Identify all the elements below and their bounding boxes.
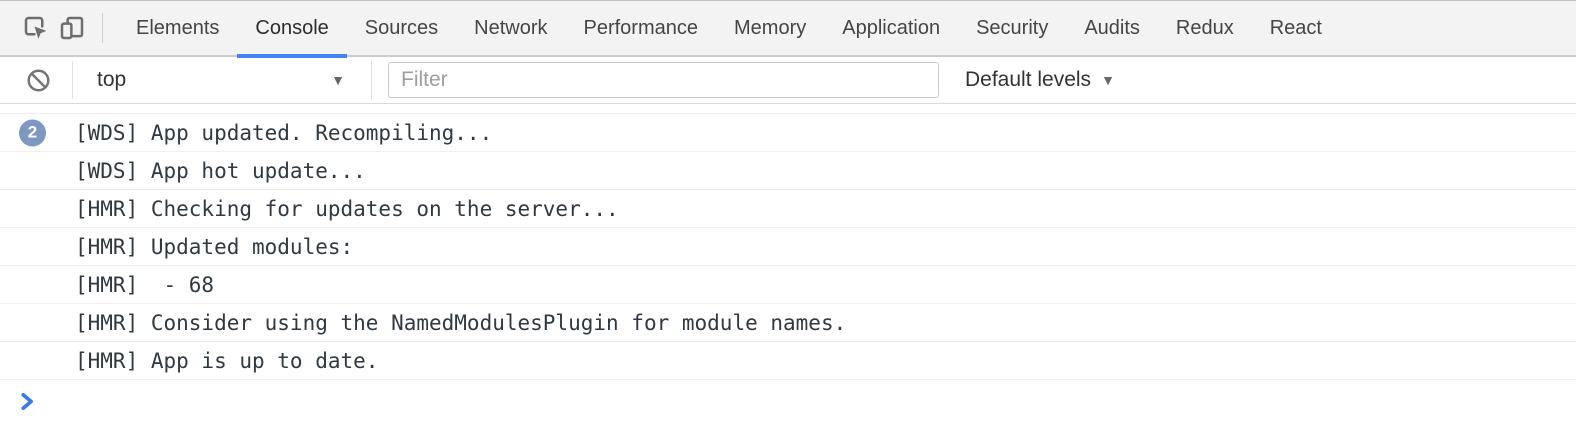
repeat-count-badge: 2: [19, 119, 46, 146]
devtools-tab[interactable]: Security: [958, 1, 1066, 56]
chevron-down-icon: ▼: [1101, 72, 1115, 88]
devtools-tab[interactable]: Network: [456, 1, 565, 56]
console-message-text: [HMR] Checking for updates on the server…: [75, 196, 619, 221]
devtools-tab[interactable]: Performance: [566, 1, 717, 56]
console-toolbar: top ▼ Default levels ▼: [0, 57, 1576, 104]
inspect-cursor-icon: [24, 16, 47, 39]
toolbar-separator: [72, 61, 73, 99]
devtools-tab[interactable]: Audits: [1066, 1, 1158, 56]
tab-label: Memory: [734, 16, 807, 39]
tab-label: Sources: [364, 16, 439, 39]
tab-label: Console: [255, 16, 329, 39]
console-message-row: [HMR] - 68: [0, 265, 1576, 303]
console-message-row: [HMR] App is up to date.: [0, 341, 1576, 379]
tab-label: Redux: [1175, 16, 1234, 39]
console-message-text: [WDS] App hot update...: [75, 158, 366, 183]
tab-label: React: [1269, 16, 1322, 39]
devtools-tab[interactable]: Console: [237, 1, 348, 58]
console-message-text: [WDS] App updated. Recompiling...: [75, 120, 493, 145]
console-prompt[interactable]: [0, 379, 1576, 423]
device-toolbar-icon: [60, 16, 84, 40]
inspect-element-button[interactable]: [18, 10, 54, 46]
devtools-tab[interactable]: Memory: [716, 1, 824, 56]
devtools-tab[interactable]: Elements: [118, 1, 237, 56]
tab-label: Elements: [136, 16, 220, 39]
console-message-row: [HMR] Consider using the NamedModulesPlu…: [0, 303, 1576, 341]
devtools-tab[interactable]: React: [1252, 1, 1340, 56]
console-message-text: [HMR] Consider using the NamedModulesPlu…: [75, 310, 847, 335]
tab-label: Application: [842, 16, 941, 39]
clear-console-button[interactable]: [20, 62, 56, 98]
devtools-tab[interactable]: Sources: [347, 1, 456, 56]
chevron-down-icon: ▼: [331, 72, 345, 88]
javascript-context-selector[interactable]: top ▼: [89, 60, 355, 100]
console-prompt-icon: [21, 393, 33, 410]
toolbar-separator: [371, 61, 372, 99]
clear-console-icon: [26, 68, 50, 92]
tab-label: Audits: [1084, 16, 1140, 39]
console-message-row: [WDS] App hot update...: [0, 151, 1576, 189]
toolbar-separator: [102, 13, 103, 43]
tab-label: Security: [976, 16, 1049, 39]
console-message-text: [HMR] - 68: [75, 272, 215, 297]
devtools-tab[interactable]: Application: [824, 1, 958, 56]
context-value: top: [97, 68, 127, 91]
tab-label: Network: [474, 16, 548, 39]
console-message-text: [HMR] App is up to date.: [75, 348, 379, 373]
console-message-text: [HMR] Updated modules:: [75, 234, 354, 259]
devtools-tab-bar: Elements Console Sources Network Perform…: [0, 0, 1576, 58]
console-message-row: [HMR] Updated modules:: [0, 227, 1576, 265]
log-levels-label: Default levels: [965, 68, 1092, 91]
toggle-device-toolbar-button[interactable]: [54, 10, 90, 46]
console-message-row: 2 [WDS] App updated. Recompiling...: [0, 113, 1576, 151]
console-message-list: 2 [WDS] App updated. Recompiling... [WDS…: [0, 104, 1576, 424]
tab-label: Performance: [583, 16, 699, 39]
console-message-row: [HMR] Checking for updates on the server…: [0, 189, 1576, 227]
log-levels-dropdown[interactable]: Default levels ▼: [965, 68, 1115, 92]
devtools-tab[interactable]: Redux: [1158, 1, 1252, 56]
console-filter-input[interactable]: [388, 62, 939, 98]
